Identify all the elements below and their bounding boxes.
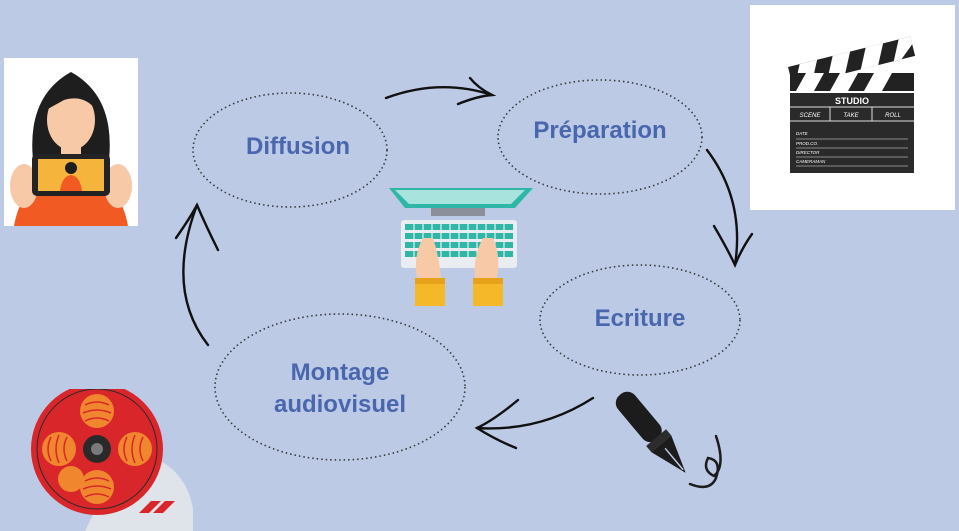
clapper-col-scene: SCENE xyxy=(800,113,822,119)
woman-phone-icon xyxy=(10,72,132,226)
clapper-row-director: DIRECTOR xyxy=(796,150,820,155)
clapperboard-icon: STUDIO SCENE TAKE ROLL DATE PROD.CO. DIR… xyxy=(788,36,916,173)
fountain-pen-icon xyxy=(615,391,722,489)
node-ecriture-label: Ecriture xyxy=(594,305,686,332)
arrow-preparation-to-ecriture xyxy=(705,148,754,268)
node-diffusion-ellipse xyxy=(192,92,388,208)
clapper-row-date: DATE xyxy=(796,131,809,136)
node-montage-ellipse xyxy=(214,313,466,461)
arrow-diffusion-to-preparation xyxy=(384,76,497,106)
arrow-montage-to-diffusion xyxy=(174,202,220,347)
clapper-title: STUDIO xyxy=(835,96,869,106)
node-montage-label-line2: audiovisuel xyxy=(273,391,407,418)
node-ecriture-ellipse xyxy=(539,264,741,376)
woman-phone-card xyxy=(4,58,138,226)
node-montage-label-line1: Montage xyxy=(290,359,390,386)
laptop-typing-icon xyxy=(389,188,533,306)
node-diffusion-label: Diffusion xyxy=(246,133,350,160)
film-reel-icon xyxy=(31,389,193,531)
clapper-row-prodco: PROD.CO. xyxy=(796,141,818,146)
node-preparation-label: Préparation xyxy=(533,117,667,144)
clapperboard-card: STUDIO SCENE TAKE ROLL DATE PROD.CO. DIR… xyxy=(750,5,955,210)
node-preparation-ellipse xyxy=(497,79,703,195)
arrow-ecriture-to-montage xyxy=(474,396,595,450)
clapper-col-take: TAKE xyxy=(843,113,859,119)
clapper-col-roll: ROLL xyxy=(885,113,901,119)
clapper-row-cameraman: CAMERAMAN xyxy=(796,159,826,164)
